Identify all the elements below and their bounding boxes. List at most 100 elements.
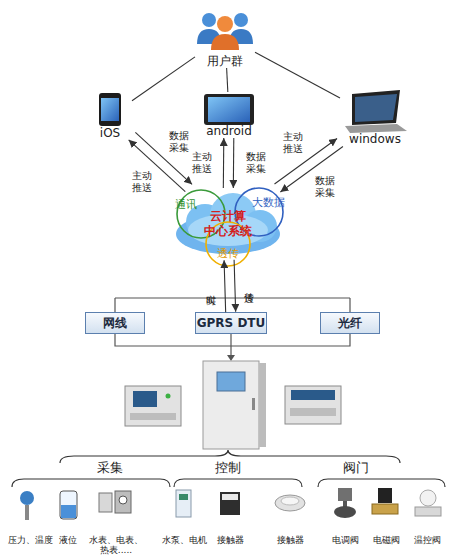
contactor-body — [220, 492, 240, 515]
node-label: 光纤 — [338, 315, 362, 332]
valve-body — [415, 507, 441, 516]
motor-valve-icon — [334, 488, 356, 518]
brace-line — [318, 479, 445, 487]
annotation: 接触器 — [277, 535, 304, 545]
controller-screen — [133, 391, 157, 407]
laptop-icon — [345, 90, 407, 133]
valve-body — [334, 506, 356, 518]
controller-device — [285, 386, 341, 424]
node-label: android — [206, 124, 252, 138]
annotation: 大数据 — [252, 197, 285, 210]
tablet-screen — [208, 97, 250, 122]
annotation: 水泵、电机 — [162, 535, 207, 545]
valve-head — [420, 490, 436, 506]
bus-arrow — [227, 355, 235, 361]
person-head — [202, 13, 216, 27]
network-box: 光纤 — [320, 312, 380, 334]
controller-device — [125, 386, 181, 426]
network-box: GPRS DTU — [195, 312, 267, 334]
laptop-screen — [355, 94, 397, 122]
contactor-icon — [275, 495, 305, 511]
annotation: 温控阀 — [414, 535, 441, 545]
phone-screen — [101, 98, 119, 121]
user-group-icon — [197, 13, 253, 50]
laptop-base — [345, 124, 407, 133]
valve-coil — [378, 488, 392, 503]
annotation: 阀门 — [340, 461, 372, 476]
annotation: 液位 — [59, 535, 77, 545]
connector — [132, 57, 195, 101]
inverter-body — [176, 490, 191, 517]
control-cabinet — [203, 361, 266, 449]
bus-line — [115, 298, 350, 312]
annotation: 透传 — [217, 248, 239, 261]
phone-body — [99, 93, 121, 126]
annotation: 电磁阀 — [373, 535, 400, 545]
network-box: 网线 — [85, 312, 145, 334]
client-device: iOS — [88, 92, 132, 140]
node-label: windows — [349, 132, 401, 146]
node-label: iOS — [100, 126, 120, 140]
inverter-icon — [176, 490, 191, 517]
phone-icon — [99, 93, 121, 126]
contactor-disc — [281, 497, 299, 505]
laptop-lid — [352, 90, 400, 125]
contactor-disc — [275, 495, 305, 511]
user-group: 用户群 — [195, 4, 255, 68]
meter-body — [99, 493, 112, 512]
annotation: 水表、电表、 热表..... — [86, 535, 146, 556]
indicator — [166, 394, 171, 399]
annotation: 控制 — [212, 461, 244, 476]
annotation: 通讯 — [175, 199, 197, 212]
person-body — [211, 34, 239, 50]
meter-dial — [119, 496, 127, 504]
thermostatic-valve-icon — [415, 490, 441, 516]
terminal-strip — [290, 408, 336, 416]
node-label: 用户群 — [207, 54, 243, 68]
cabinet-side — [259, 363, 266, 447]
cabinet-door — [203, 361, 259, 449]
sensor-head — [20, 491, 34, 505]
connector — [223, 138, 225, 188]
sensor-stem — [25, 505, 29, 520]
client-device: android — [198, 92, 260, 138]
annotation: 压力、温度 — [8, 535, 53, 545]
node-label: 网线 — [103, 315, 127, 332]
inverter-screen — [179, 494, 188, 500]
brace-line — [174, 479, 302, 487]
bus-line — [230, 346, 231, 356]
valve-body — [372, 504, 398, 514]
controller-body — [285, 386, 341, 424]
edge-label: 数据 采集 — [243, 151, 269, 175]
connector — [224, 260, 226, 312]
annotation: 采集 — [94, 461, 126, 476]
node-label: 云计算 中心系统 — [196, 209, 260, 239]
tablet-body — [204, 94, 254, 125]
person-head — [234, 13, 248, 27]
terminal-strip — [130, 413, 176, 420]
connector — [255, 52, 340, 98]
edge-label: 数据 采集 — [312, 175, 338, 199]
level-tank-icon — [60, 491, 77, 519]
connector — [227, 68, 228, 92]
pressure-sensor-icon — [20, 491, 34, 520]
node-label: GPRS DTU — [197, 316, 266, 330]
controller-body — [125, 386, 181, 426]
group-brace — [12, 450, 445, 487]
tank-body — [60, 491, 77, 519]
person-head — [217, 16, 233, 32]
contactor-icon — [220, 492, 240, 515]
solenoid-valve-icon — [372, 488, 398, 514]
edge-label: 主动 推送 — [189, 151, 215, 175]
valve-actuator — [338, 488, 352, 501]
connector — [234, 260, 236, 312]
cabinet-handle — [252, 398, 255, 410]
contactor-top — [222, 494, 238, 500]
edge-label: 主动 推送 — [129, 170, 155, 194]
controller-screen — [291, 390, 335, 400]
tank-liquid — [61, 505, 76, 518]
